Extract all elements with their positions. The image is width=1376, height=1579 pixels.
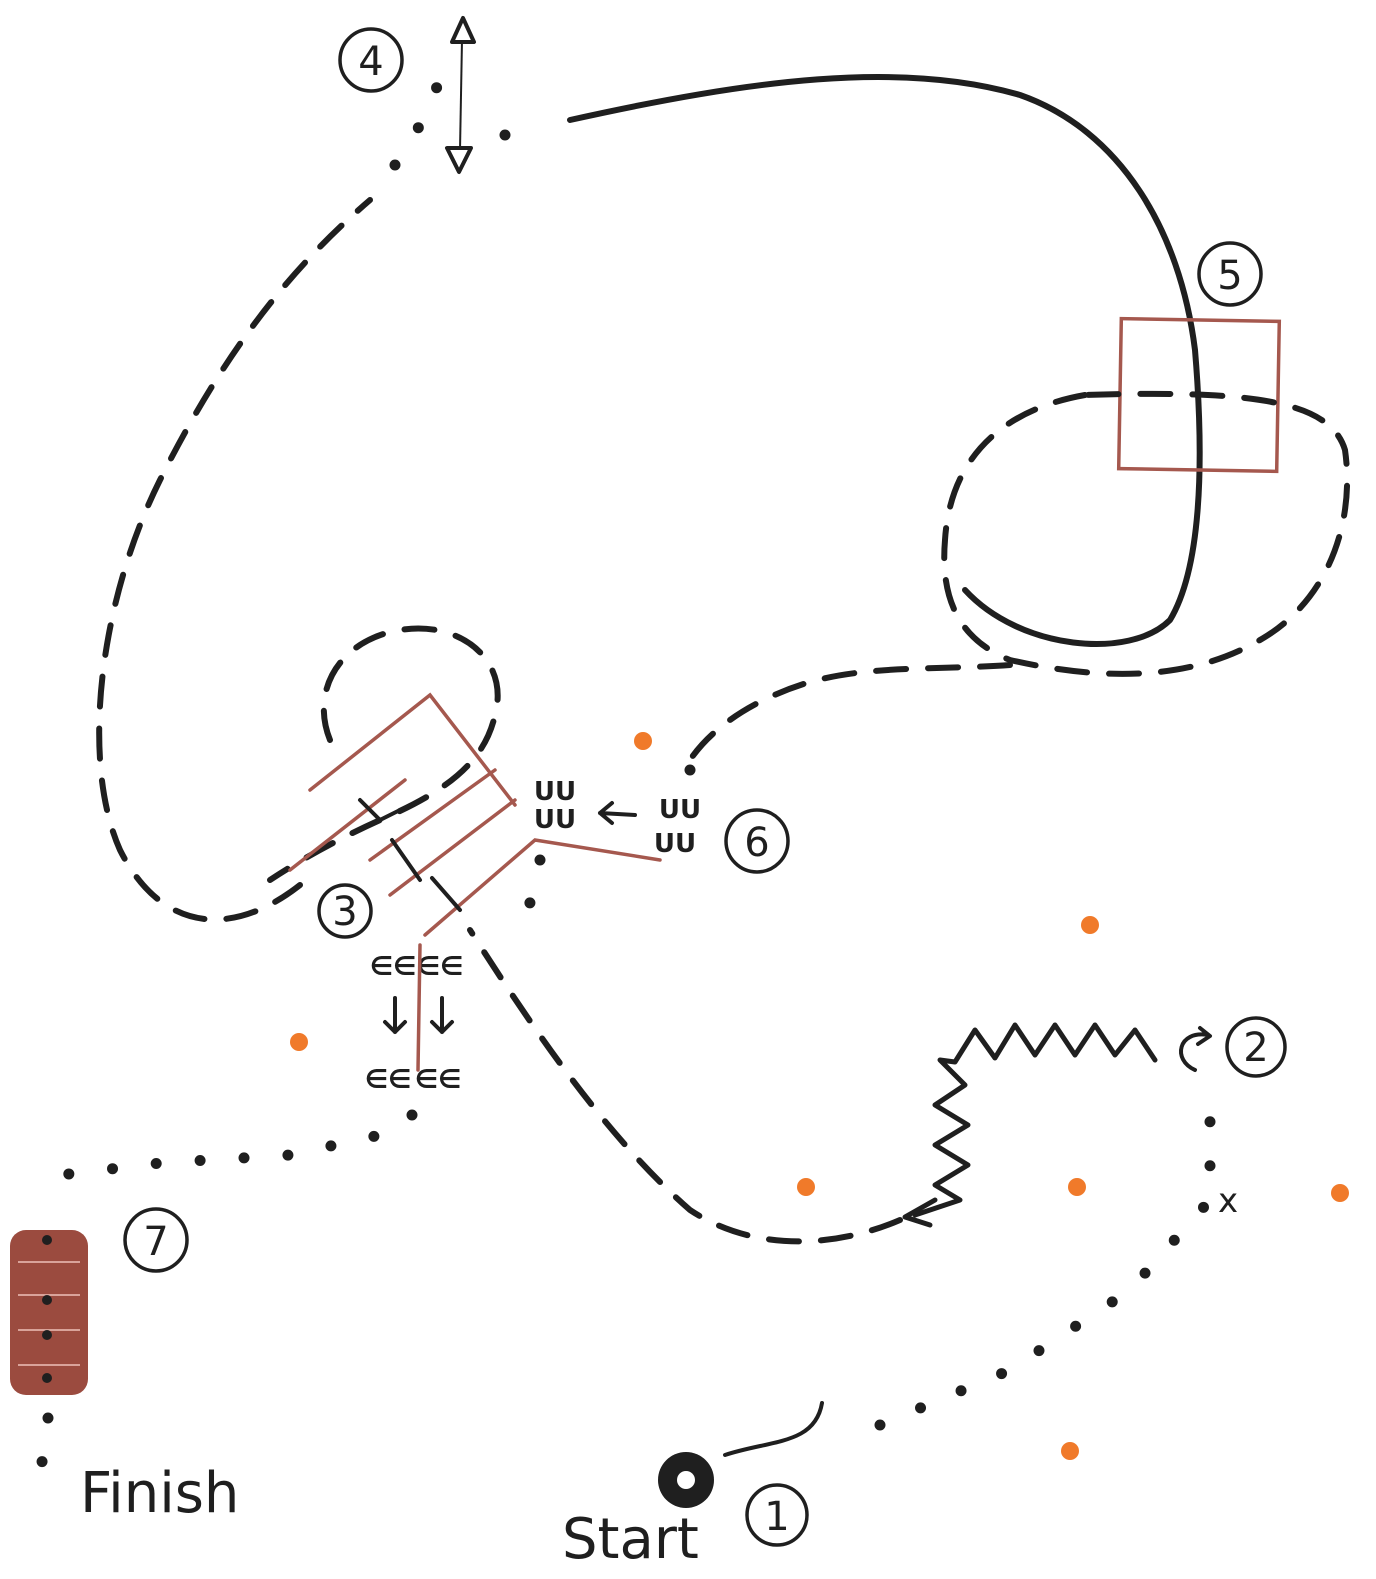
weave-upper-row2: UU (534, 805, 576, 835)
cone (1061, 1442, 1079, 1460)
cone (290, 1033, 308, 1051)
station-4: 4 (340, 29, 402, 91)
svg-text:5: 5 (1217, 253, 1242, 299)
dashed-oval-5 (944, 394, 1347, 674)
dashed-path-3-to-4 (99, 200, 370, 920)
svg-text:6: 6 (744, 820, 769, 866)
dotted-path-to-finish (38, 1418, 48, 1500)
start-tail (725, 1403, 822, 1455)
weave-right-row2: UU (654, 829, 696, 859)
cone (634, 732, 652, 750)
solid-path-4-to-5 (570, 77, 1200, 644)
station-7: 7 (125, 1209, 187, 1271)
start-tire-icon (658, 1452, 714, 1508)
station-2: 2 (1227, 1018, 1285, 1076)
turn-arrow-icon (1181, 1028, 1210, 1070)
svg-text:3: 3 (332, 889, 357, 935)
arrow-down-left-icon (385, 998, 405, 1032)
arrow-left-icon (600, 803, 635, 823)
weave-right-bottom: ∈∈ (415, 1065, 462, 1095)
svg-text:7: 7 (143, 1219, 168, 1265)
dotted-path-start-to-2 (880, 1100, 1210, 1425)
weave-right-row1: UU (659, 795, 701, 825)
svg-text:1: 1 (764, 1494, 789, 1540)
dashed-path-5-to-6 (690, 665, 1010, 760)
dashed-loop-3 (270, 628, 498, 880)
svg-text:2: 2 (1243, 1025, 1268, 1071)
weave-right-top: ∈∈ (417, 952, 464, 982)
weave-upper-row1: UU (534, 777, 576, 807)
svg-text:4: 4 (358, 39, 383, 85)
cone (1068, 1178, 1086, 1196)
barrel-icon (10, 1230, 88, 1395)
weave-left-bottom: ∈∈ (365, 1065, 412, 1095)
start-label: Start (562, 1507, 699, 1572)
weave-left-top: ∈∈ (370, 952, 417, 982)
arrow-down-right-icon (432, 998, 452, 1032)
station-6: 6 (726, 810, 788, 872)
dotted-path-near-4 (395, 80, 440, 165)
station-5: 5 (1199, 243, 1261, 305)
double-arrow-icon-4 (447, 18, 474, 172)
station-3: 3 (319, 885, 371, 937)
dotted-path-weave-down (520, 860, 540, 945)
station-1: 1 (747, 1485, 807, 1545)
cone (797, 1178, 815, 1196)
dashed-path-2-to-3 (470, 930, 900, 1241)
cross-mark: x (1218, 1181, 1238, 1221)
dotted-path-6 (675, 770, 690, 790)
rust-line-vertical (418, 945, 420, 1070)
dotted-path-to-7 (45, 1115, 412, 1205)
dotted-path-4-right (505, 130, 535, 135)
cone (1331, 1184, 1349, 1202)
finish-label: Finish (80, 1461, 239, 1526)
cone (1081, 916, 1099, 934)
zigzag-path-2 (915, 1025, 1155, 1215)
